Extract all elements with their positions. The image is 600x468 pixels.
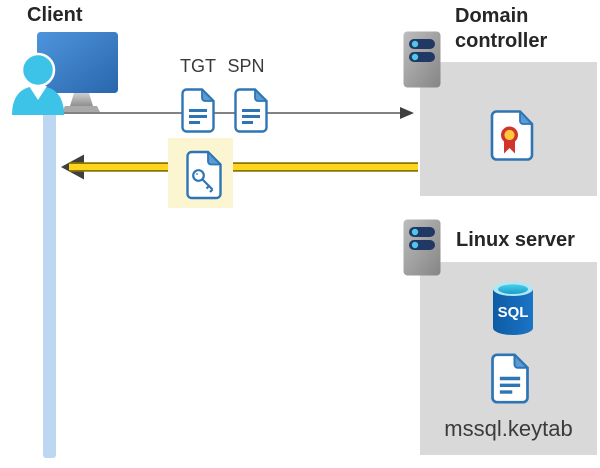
linux-server-title: Linux server <box>456 229 575 251</box>
domain-controller-server-icon <box>403 31 441 88</box>
response-arrow <box>61 154 418 180</box>
request-arrowhead-icon <box>400 107 414 119</box>
spn-label: SPN <box>227 56 265 76</box>
monitor-icon <box>37 32 118 112</box>
sql-text: SQL <box>498 304 529 321</box>
client-lifeline-bar <box>43 96 56 458</box>
key-icon <box>192 169 214 193</box>
tgt-label: TGT <box>180 56 216 76</box>
user-icon <box>12 52 64 115</box>
keytab-document-icon <box>491 353 529 404</box>
ribbon-seal-icon <box>500 126 519 154</box>
request-arrow <box>58 107 414 119</box>
certificate-icon <box>490 110 534 161</box>
client-user-workstation-icon <box>12 32 118 115</box>
sql-database-icon: SQL <box>493 282 533 335</box>
spn-document-icon <box>234 88 268 133</box>
service-ticket-key-document-icon <box>186 150 222 200</box>
tgt-document-icon <box>181 88 215 133</box>
linux-server-icon <box>403 219 441 276</box>
domain-controller-title: Domain controller <box>455 5 548 52</box>
keytab-filename: mssql.keytab <box>444 416 573 441</box>
client-title: Client <box>27 4 83 26</box>
